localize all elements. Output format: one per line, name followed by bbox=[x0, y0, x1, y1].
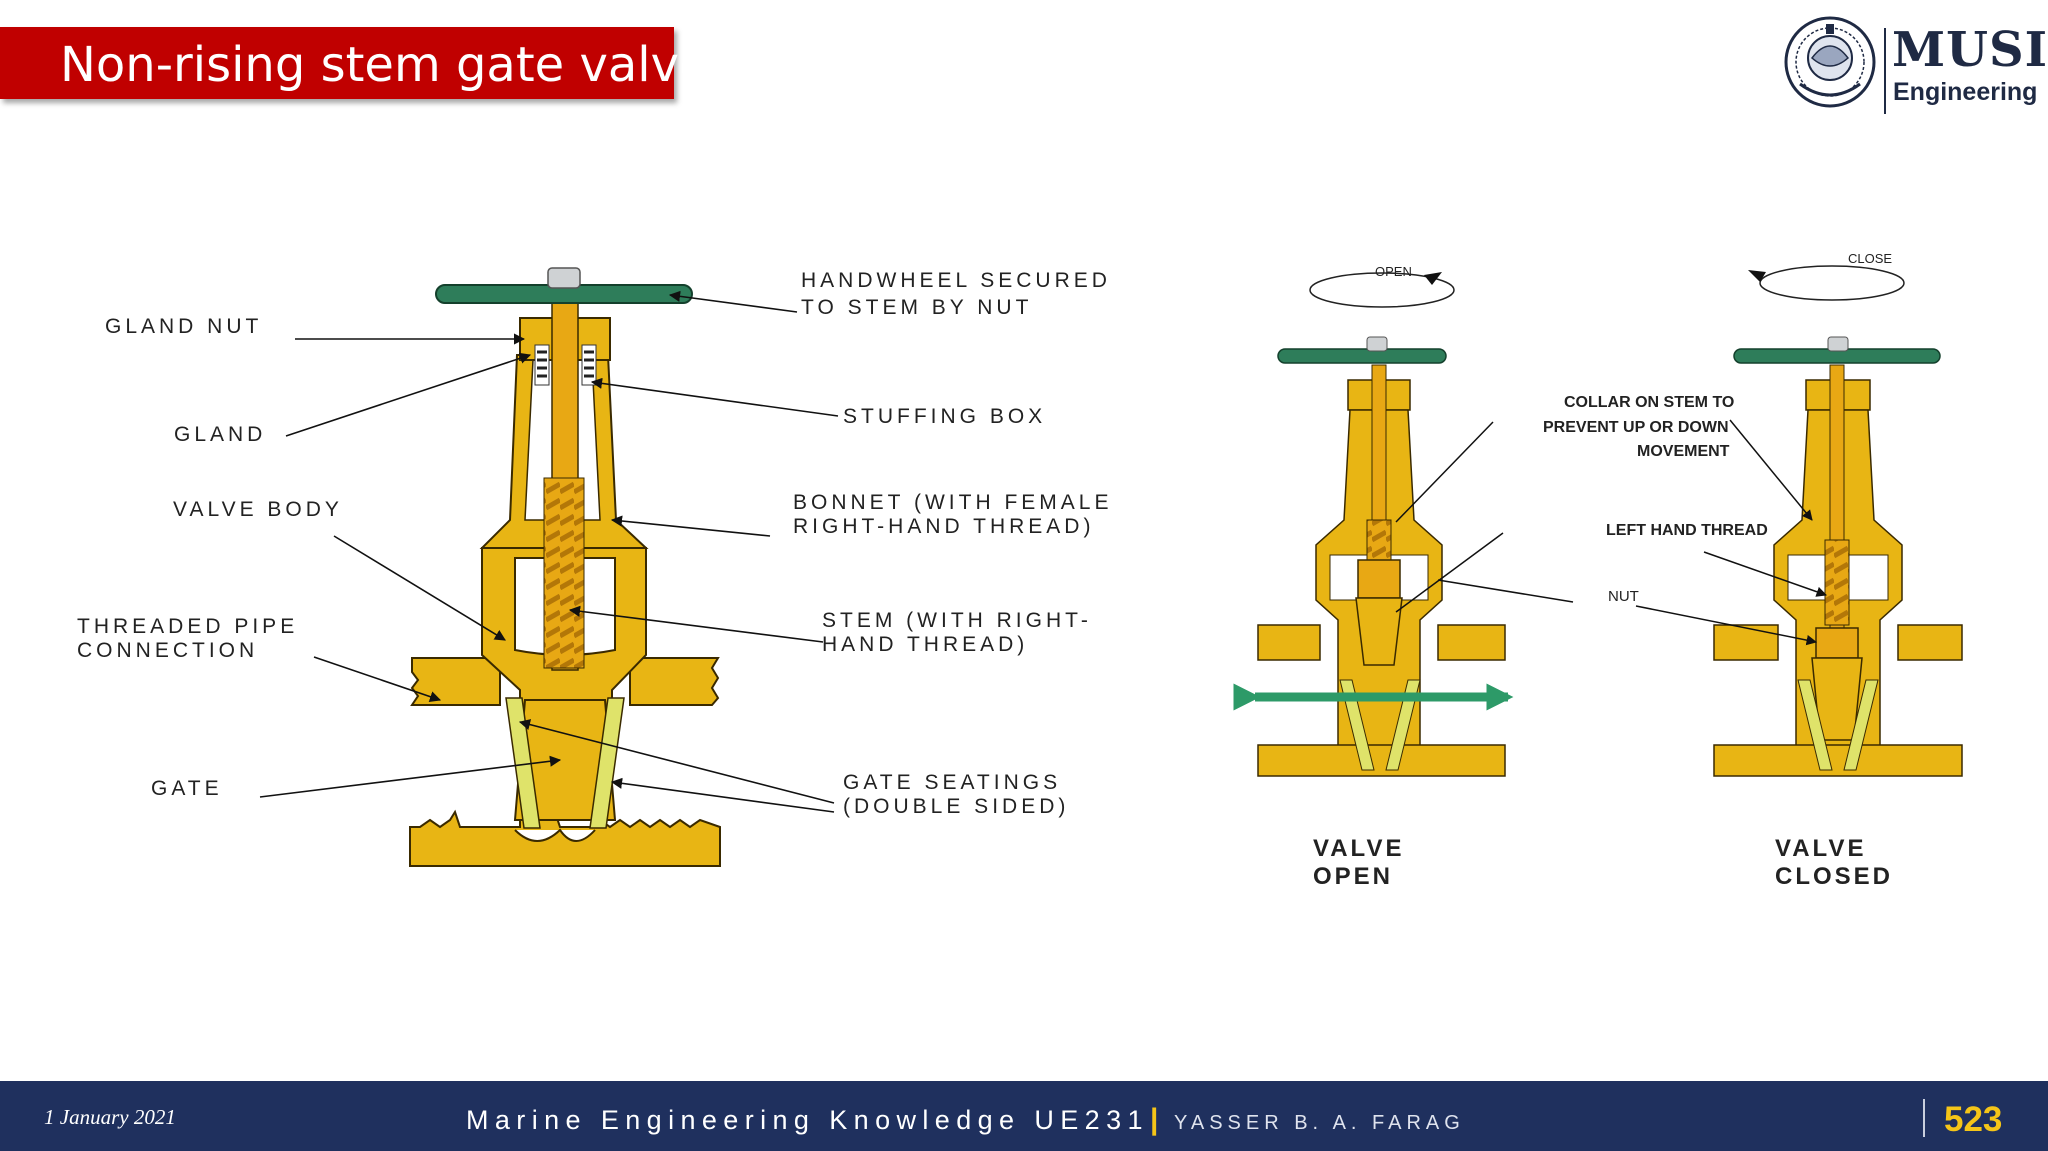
label-gland: GLAND bbox=[174, 423, 266, 446]
open-seatings bbox=[1339, 679, 1421, 771]
label-collar-line2: PREVENT UP OR DOWN bbox=[1543, 419, 1729, 436]
closed-seatings bbox=[1797, 679, 1879, 771]
footer-separator: | bbox=[1150, 1103, 1159, 1136]
closed-nut bbox=[1815, 627, 1859, 659]
valve-bottom-body bbox=[409, 809, 721, 867]
footer-date: 1 January 2021 bbox=[44, 1105, 176, 1129]
label-threaded-pipe-line1: THREADED PIPE bbox=[77, 615, 298, 638]
valve-seat-cavity bbox=[514, 828, 596, 842]
open-pipe-flanges bbox=[1257, 624, 1506, 661]
seating-right bbox=[589, 697, 625, 829]
label-valve-open-line2: OPEN bbox=[1313, 863, 1393, 890]
label-left-hand-thread: LEFT HAND THREAD bbox=[1606, 522, 1768, 539]
label-bonnet-line1: BONNET (WITH FEMALE bbox=[793, 491, 1112, 514]
university-seal-icon bbox=[1784, 16, 1876, 108]
handwheel-nut bbox=[547, 267, 581, 289]
label-handwheel-line2: TO STEM BY NUT bbox=[801, 296, 1032, 319]
packing-rings bbox=[537, 350, 594, 378]
label-seatings-line1: GATE SEATINGS bbox=[843, 771, 1061, 794]
label-threaded-pipe-line2: CONNECTION bbox=[77, 639, 258, 662]
open-handwheel bbox=[1277, 348, 1447, 364]
musi-logo: MUSI Engineering bbox=[1782, 14, 2047, 114]
label-stuffing-box: STUFFING BOX bbox=[843, 405, 1046, 428]
logo-divider bbox=[1884, 28, 1886, 114]
label-valve-open-line1: VALVE bbox=[1313, 835, 1404, 862]
open-nut bbox=[1357, 559, 1401, 599]
page-number: 523 bbox=[1944, 1100, 2003, 1139]
label-valve-closed-line1: VALVE bbox=[1775, 835, 1866, 862]
center-leader-lines bbox=[1395, 419, 1827, 646]
left-valve-drawing: GLAND NUT GLAND VALVE BODY THREADED PIPE… bbox=[77, 267, 1112, 867]
title-bar: Non-rising stem gate valve bbox=[0, 27, 709, 99]
close-rotation-arrow-icon bbox=[1748, 270, 1766, 282]
footer-bar: 1 January 2021 Marine Engineering Knowle… bbox=[0, 1081, 2048, 1151]
open-handwheel-nut bbox=[1366, 336, 1388, 352]
closed-stem-thread bbox=[1824, 539, 1850, 626]
gate-valve-diagram: GLAND NUT GLAND VALVE BODY THREADED PIPE… bbox=[77, 251, 1963, 890]
label-stem-line1: STEM (WITH RIGHT- bbox=[822, 609, 1092, 632]
footer-course: Marine Engineering Knowledge UE231 bbox=[466, 1105, 1149, 1135]
closed-handwheel-nut bbox=[1827, 336, 1849, 352]
valve-open-drawing: OPEN VALVE OPEN bbox=[1233, 264, 1514, 890]
open-rotation-ellipse bbox=[1309, 272, 1455, 308]
label-handwheel-line1: HANDWHEEL SECURED bbox=[801, 269, 1111, 292]
label-seatings-line2: (DOUBLE SIDED) bbox=[843, 795, 1069, 818]
footer-divider bbox=[1923, 1099, 1925, 1137]
label-gland-nut: GLAND NUT bbox=[105, 315, 262, 338]
label-open-arrow: OPEN bbox=[1375, 264, 1412, 279]
open-bottom-flange bbox=[1257, 744, 1506, 777]
label-bonnet-line2: RIGHT-HAND THREAD) bbox=[793, 515, 1094, 538]
label-gate: GATE bbox=[151, 777, 223, 800]
logo-subtitle: Engineering bbox=[1893, 78, 2038, 106]
label-nut: NUT bbox=[1608, 588, 1639, 605]
center-annotations: COLLAR ON STEM TO PREVENT UP OR DOWN MOV… bbox=[1395, 394, 1827, 646]
label-close-arrow: CLOSE bbox=[1848, 251, 1892, 266]
label-valve-closed-line2: CLOSED bbox=[1775, 863, 1893, 890]
close-rotation-ellipse bbox=[1759, 265, 1905, 301]
stem-thread bbox=[543, 477, 585, 669]
label-collar-line1: COLLAR ON STEM TO bbox=[1564, 394, 1734, 411]
right-pipe-flange bbox=[629, 657, 720, 706]
label-stem-line2: HAND THREAD) bbox=[822, 633, 1028, 656]
label-valve-body: VALVE BODY bbox=[173, 498, 343, 521]
closed-bottom-flange bbox=[1713, 744, 1963, 777]
open-rotation-arrow-icon bbox=[1424, 272, 1442, 285]
slide-title: Non-rising stem gate valve bbox=[60, 37, 709, 93]
seating-left bbox=[505, 697, 541, 829]
leader-lines bbox=[259, 290, 839, 813]
open-gate bbox=[1355, 597, 1403, 666]
logo-name: MUSI bbox=[1892, 22, 2048, 78]
label-collar-line3: MOVEMENT bbox=[1637, 443, 1730, 460]
valve-closed-drawing: CLOSE VALVE CLOSED bbox=[1713, 251, 1963, 890]
footer-author: YASSER B. A. FARAG bbox=[1174, 1112, 1465, 1134]
left-pipe-flange bbox=[410, 657, 501, 706]
